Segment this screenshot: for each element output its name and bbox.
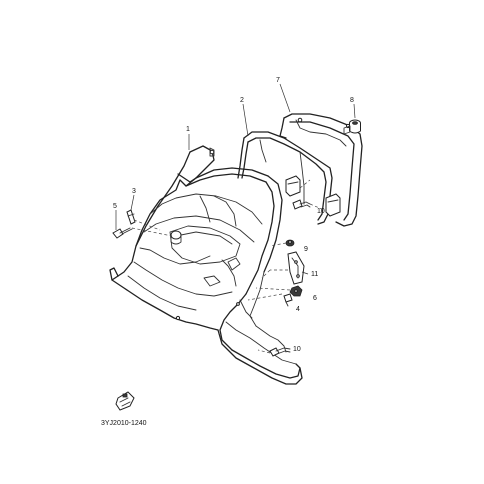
detail-thumbnail (115, 391, 135, 411)
callout-11: 11 (311, 271, 318, 278)
screw-part (112, 227, 133, 239)
nut-part (289, 285, 303, 297)
bolt-upper-part (292, 199, 311, 210)
lock-part (343, 119, 361, 135)
bolt-lower-part (269, 347, 291, 357)
clip-part (126, 209, 136, 225)
callout-7: 7 (276, 77, 280, 84)
clip-small-part (283, 293, 293, 307)
callout-10-lower: 10 (293, 346, 301, 353)
callout-10-upper: 10 (317, 208, 325, 215)
collar-part (285, 239, 295, 247)
callout-4: 4 (296, 306, 300, 313)
leg-shield-part (109, 145, 303, 385)
callout-6: 6 (313, 295, 317, 302)
callout-5: 5 (113, 203, 117, 210)
reference-code: 3YJ2010-1240 (101, 420, 147, 427)
assembly-lines (131, 179, 325, 354)
callout-labels: 1 2 3 4 5 6 7 8 9 10 10 11 (113, 77, 354, 353)
callout-3: 3 (132, 188, 136, 195)
lid-frame-part (237, 131, 333, 225)
glove-box-lid-part (279, 113, 363, 227)
callout-1: 1 (186, 126, 190, 133)
callout-8: 8 (350, 97, 354, 104)
callout-9: 9 (304, 246, 308, 253)
bracket-part (287, 251, 305, 285)
callout-2: 2 (240, 97, 244, 104)
leader-lines (115, 83, 356, 275)
